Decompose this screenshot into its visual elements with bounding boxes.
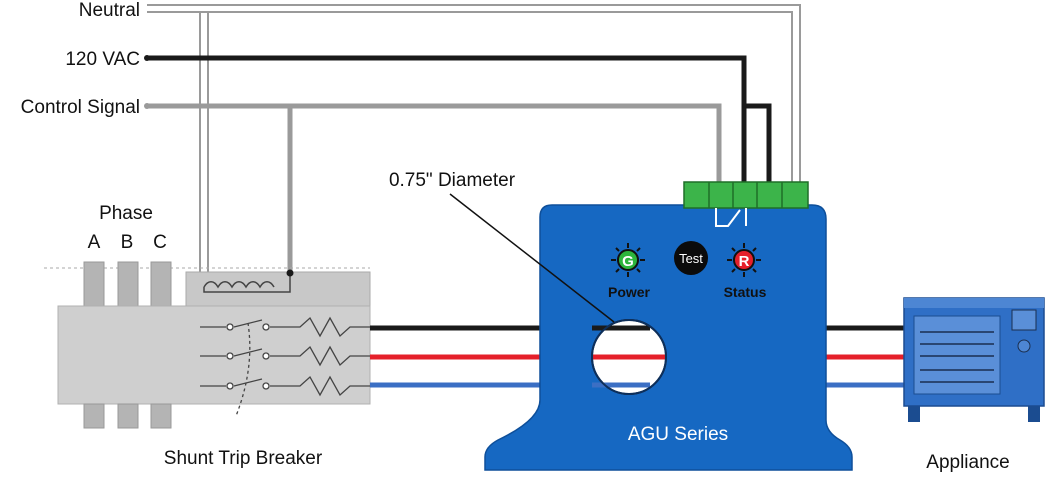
phase-b-label: B [121,232,134,253]
control-junction-dot [144,55,150,61]
vac-label: 120 VAC [65,49,140,70]
appliance-label: Appliance [926,452,1009,473]
relay-contact-icon [715,208,747,227]
power-led: G [611,243,645,277]
agu-sensor: G Power Test R Status AGU Series [484,181,853,471]
status-label: Status [724,284,767,300]
red-led-label: R [739,253,750,270]
diameter-label: 0.75" Diameter [389,170,516,191]
coil-icon [203,275,291,293]
power-label: Power [608,284,651,300]
terminal-block [683,181,809,209]
phase-label: Phase [99,203,153,224]
test-label: Test [679,251,703,266]
breaker-label: Shunt Trip Breaker [164,448,323,469]
agu-series-label: AGU Series [628,424,728,445]
control-signal-dot [144,103,150,109]
neutral-label: Neutral [79,0,140,21]
green-led-label: G [622,253,634,270]
phase-b-pipe [117,261,139,308]
control-signal-label: Control Signal [21,97,140,118]
phase-a-label: A [88,232,101,253]
vac-wire [147,55,772,182]
phase-a-pipe [83,261,105,308]
control-signal-wire [147,103,722,272]
neutral-wire [147,4,801,272]
shunt-trip-breaker [44,261,371,429]
appliance [903,297,1045,422]
test-button[interactable] [674,241,708,275]
status-led: R [727,243,761,277]
shunt-coil-box [185,271,371,307]
phase-c-label: C [153,232,167,253]
sensor-body [484,204,853,471]
diameter-leader [449,193,615,323]
breaker-contacts [200,316,370,417]
phase-c-pipe [150,261,172,308]
